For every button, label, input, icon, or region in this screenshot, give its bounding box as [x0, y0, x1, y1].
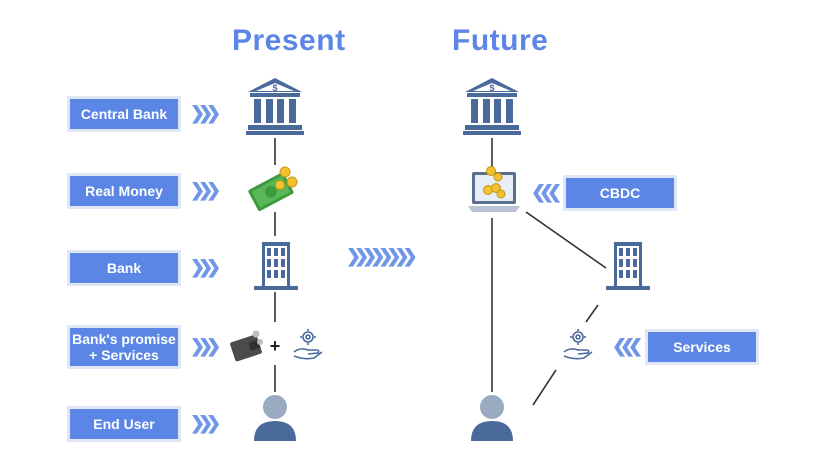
heading-present: Present	[232, 24, 346, 57]
bank-building-icon: $	[246, 78, 304, 135]
user-icon	[471, 395, 513, 441]
wallet-icon	[230, 330, 263, 362]
label-services: Services	[648, 332, 756, 362]
label-central-bank: Central Bank	[70, 99, 178, 129]
service-hand-icon	[293, 329, 323, 360]
laptop-coins-icon	[468, 166, 520, 212]
transition-arrows-icon: ❯❯❯❯❯❯❯❯	[346, 246, 418, 266]
chevron-left-icon: ❮❮❮	[531, 182, 562, 202]
office-building-icon	[254, 242, 298, 290]
user-icon	[254, 395, 296, 441]
svg-text:$: $	[272, 83, 277, 93]
label-cbdc: CBDC	[566, 178, 674, 208]
chevron-right-icon: ❯❯❯	[190, 180, 221, 200]
chevron-right-icon: ❯❯❯	[190, 336, 221, 356]
label-banks-promise: Bank's promise + Services	[70, 328, 178, 366]
label-real-money: Real Money	[70, 176, 178, 206]
label-end-user: End User	[70, 409, 178, 439]
service-hand-icon	[563, 329, 593, 360]
chevron-right-icon: ❯❯❯	[190, 257, 221, 277]
connector-lines	[274, 138, 607, 406]
label-bank: Bank	[70, 253, 178, 283]
chevron-left-icon: ❮❮❮	[612, 336, 643, 356]
svg-text:$: $	[489, 83, 494, 93]
cash-icon	[248, 166, 298, 212]
heading-future: Future	[452, 24, 549, 57]
chevron-right-icon: ❯❯❯	[190, 103, 221, 123]
chevron-right-icon: ❯❯❯	[190, 413, 221, 433]
office-building-icon	[606, 242, 650, 290]
bank-building-icon: $	[463, 78, 521, 135]
plus-sign: +	[270, 336, 281, 356]
